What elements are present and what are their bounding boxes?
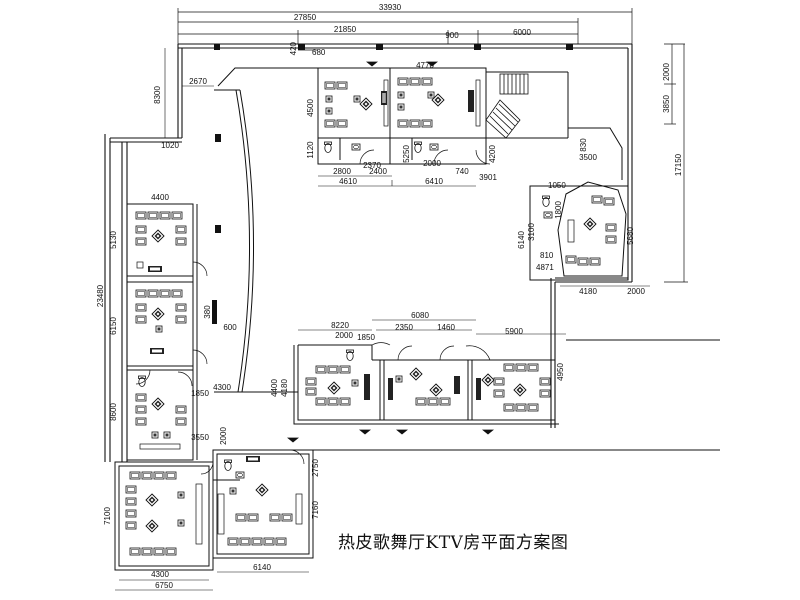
dim-8600: 8600 (109, 403, 118, 421)
dim-6080: 6080 (411, 311, 429, 320)
dim-8300: 8300 (153, 86, 162, 104)
dim-27850: 27850 (294, 13, 317, 22)
dim-2000-a: 2000 (423, 159, 441, 168)
dim-17150: 17150 (674, 153, 683, 176)
dim-2400: 2400 (369, 167, 387, 176)
dim-4180-b: 4180 (280, 379, 289, 397)
left-room-1-furniture (135, 211, 187, 272)
dim-8220: 8220 (331, 321, 349, 330)
dim-7160: 7160 (311, 501, 320, 519)
bottom-room-1-furniture (125, 471, 203, 556)
dim-830: 830 (579, 138, 588, 152)
dim-600: 600 (223, 323, 237, 332)
dim-1850-a: 1850 (357, 333, 375, 342)
dim-1460: 1460 (437, 323, 455, 332)
bottom-room-doors (200, 449, 305, 475)
dim-4180-a: 4180 (579, 287, 597, 296)
dim-3901: 3901 (479, 173, 497, 182)
dim-3100: 3100 (527, 223, 536, 241)
dim-6140-b: 6140 (253, 563, 271, 572)
dim-33930: 33930 (379, 3, 402, 12)
dim-2350: 2350 (395, 323, 413, 332)
corridor (214, 67, 320, 393)
dim-4300-b: 4300 (151, 570, 169, 579)
dim-2750: 2750 (311, 459, 320, 477)
right-vip-room (529, 127, 629, 281)
dim-21850: 21850 (334, 25, 357, 34)
dim-5130: 5130 (109, 231, 118, 249)
dim-810: 810 (540, 251, 554, 260)
dim-5680: 5680 (626, 227, 635, 245)
dim-6410: 6410 (425, 177, 443, 186)
top-toilets (324, 141, 439, 153)
dim-1020: 1020 (161, 141, 179, 150)
top-room-doors (359, 61, 491, 165)
dim-3850: 3850 (662, 95, 671, 113)
middle-room-c-furniture (476, 363, 551, 412)
right-dimensions (664, 43, 688, 283)
columns (212, 44, 573, 324)
dim-4400-b: 4400 (270, 379, 279, 397)
dim-6750: 6750 (155, 581, 173, 590)
top-dimensions (177, 8, 633, 51)
dim-2370: 2370 (363, 161, 381, 170)
dim-380: 380 (203, 305, 212, 319)
dim-2000-b: 2000 (627, 287, 645, 296)
dim-1800: 1800 (554, 201, 563, 219)
middle-rooms-block (293, 344, 559, 425)
middle-room-a-furniture (305, 349, 370, 406)
left-room-2-furniture (135, 289, 187, 354)
dim-4950: 4950 (556, 363, 565, 381)
dim-740: 740 (455, 167, 469, 176)
dim-3550: 3550 (191, 433, 209, 442)
dim-4770: 4770 (416, 61, 434, 70)
dim-23480: 23480 (96, 284, 105, 307)
left-rooms-block (126, 203, 198, 461)
dim-4300-a: 4300 (213, 383, 231, 392)
staircase (485, 73, 529, 139)
dim-4610: 4610 (339, 177, 357, 186)
top-rooms-block (317, 67, 569, 165)
bottom-rooms-block (114, 449, 314, 571)
dim-4871: 4871 (536, 263, 554, 272)
dim-2000-right: 2000 (662, 63, 671, 81)
middle-room-b-furniture (388, 367, 460, 406)
middle-room-doors (287, 342, 494, 443)
dim-900: 900 (445, 31, 459, 40)
plan-title: 热皮歌舞厅KTV房平面方案图 (338, 533, 569, 553)
right-vip-furniture (542, 195, 617, 266)
room-top-1-furniture (324, 79, 389, 128)
dim-2800: 2800 (333, 167, 351, 176)
dim-4400-a: 4400 (151, 193, 169, 202)
dim-4500: 4500 (306, 99, 315, 117)
dim-1850-b: 1850 (191, 389, 209, 398)
dim-6150: 6150 (109, 317, 118, 335)
dim-2670: 2670 (189, 77, 207, 86)
dim-1120: 1120 (306, 141, 315, 159)
dim-6000: 6000 (513, 28, 531, 37)
dim-2000-c: 2000 (335, 331, 353, 340)
dim-5900: 5900 (505, 327, 523, 336)
dim-5250: 5250 (402, 145, 411, 163)
dim-3500: 3500 (579, 153, 597, 162)
room-top-2-furniture (397, 77, 481, 128)
dim-6140-a: 6140 (517, 231, 526, 249)
left-room-doors (135, 261, 208, 387)
dim-7100: 7100 (103, 507, 112, 525)
dim-680: 680 (312, 48, 326, 57)
left-room-3-furniture (135, 375, 187, 450)
dim-1050: 1050 (548, 181, 566, 190)
dim-4200: 4200 (488, 145, 497, 163)
bottom-room-2-furniture (217, 456, 303, 546)
dim-2000-d: 2000 (219, 427, 228, 445)
